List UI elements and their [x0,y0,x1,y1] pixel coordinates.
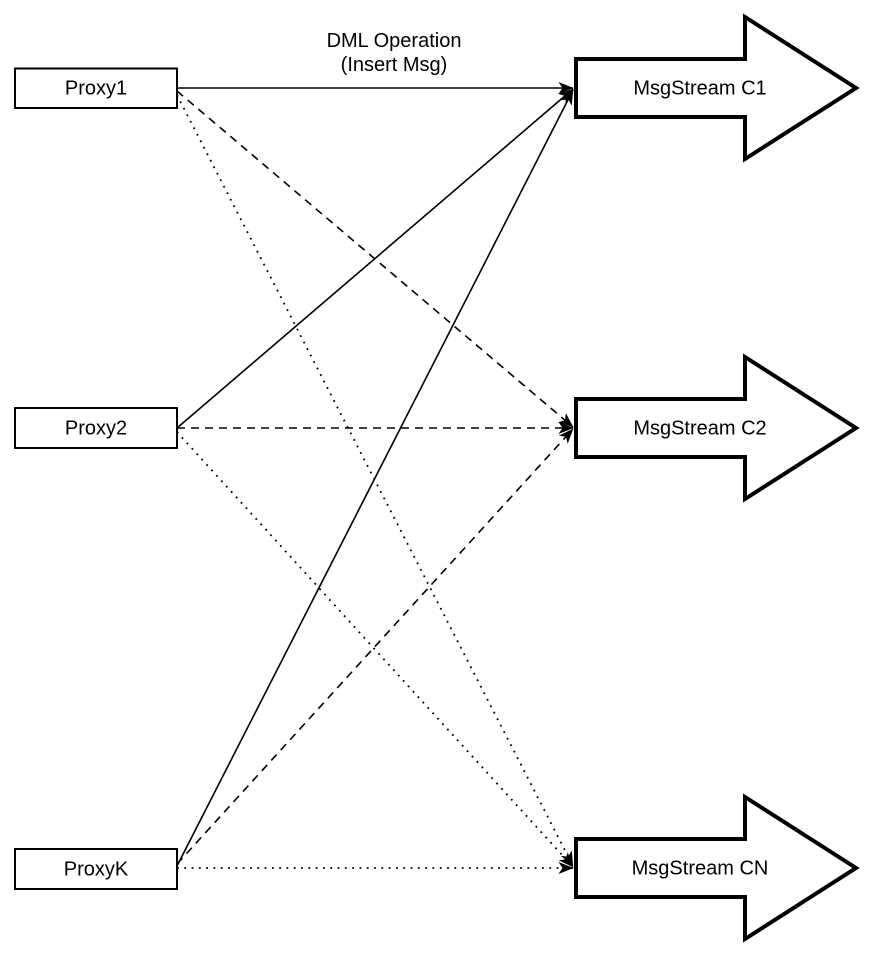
msgstream-cn-arrow-shape [574,793,860,943]
proxy2-label: Proxy2 [65,418,127,440]
proxy2-box [14,407,178,449]
msgstream-c2-label: MsgStream C2 [633,418,766,440]
msgstream-c1-arrow-shape [574,13,860,163]
connection-proxyk-c2 [176,428,574,865]
node-msgstream-cn: MsgStream CN [574,793,860,943]
annotation-line1: DML Operation [327,30,462,52]
connection-proxy1-c2 [176,90,574,428]
node-proxyk: ProxyK [14,848,178,890]
msgstream-c2-arrow-shape [574,353,860,503]
connections [176,82,574,874]
msgstream-c1-label: MsgStream C1 [633,78,766,100]
node-msgstream-c2: MsgStream C2 [574,353,860,503]
proxy1-box [14,67,178,109]
connection-proxy2-cn [176,431,574,868]
proxy1-label: Proxy1 [65,78,127,100]
dml-operation-annotation: DML Operation (Insert Msg) [327,30,462,76]
proxyk-label: ProxyK [64,859,129,881]
node-proxy1: Proxy1 [14,67,178,109]
node-proxy2: Proxy2 [14,407,178,449]
connection-proxyk-c1 [176,89,574,867]
node-msgstream-c1: MsgStream C1 [574,13,860,163]
annotation-line2: (Insert Msg) [341,54,448,76]
msgstream-cn-label: MsgStream CN [632,858,769,880]
proxyk-box [14,848,178,890]
